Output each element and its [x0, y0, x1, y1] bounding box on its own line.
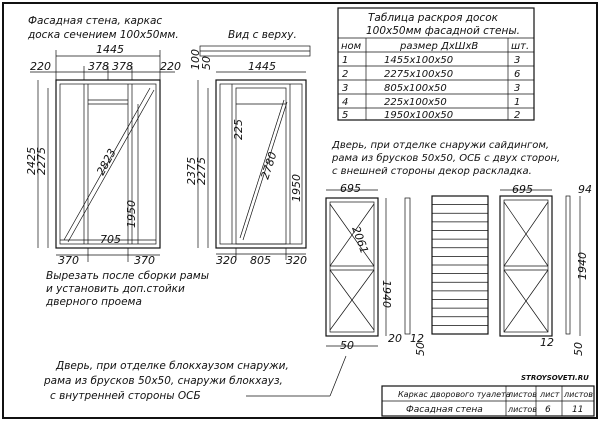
dim-facade-right: 220	[160, 60, 181, 73]
door-side-dims: 20 12 50	[388, 332, 427, 356]
door-side	[404, 197, 411, 335]
note-siding-1: Дверь, при отделке снаружи сайдингом,	[331, 140, 549, 151]
table-cell: 4	[342, 97, 348, 108]
label-sheets: листов	[507, 390, 537, 399]
note-cut-1: Вырезать после сборки рамы	[46, 270, 209, 282]
table-header-size: размер ДхШхВ	[399, 41, 478, 52]
dim-door1-bot: 50	[340, 339, 354, 352]
title-block: Каркас дворового туалета Фасадная стена …	[381, 374, 595, 417]
table-cell: 1950х100х50	[384, 110, 453, 121]
dim-top-bot2: 805	[250, 254, 271, 267]
table-cell: 3	[514, 55, 520, 66]
table-header-num: ном	[341, 41, 362, 52]
sheet-number: 6	[545, 405, 551, 415]
note-block-2: рама из брусков 50х50, снаружи блокхауз,	[43, 375, 283, 387]
note-block-3: с внутренней стороны ОСБ	[50, 390, 201, 402]
table-cell: 6	[514, 69, 520, 80]
table-cell: 1	[342, 55, 348, 66]
table-cell: 2	[342, 69, 348, 80]
label-sheet: лист	[539, 390, 560, 399]
table-cell: 3	[514, 83, 520, 94]
dim-facade-diag: 2823	[94, 147, 119, 178]
table-cell: 3	[342, 83, 348, 94]
dim-door2-12: 12	[410, 332, 424, 345]
dim-facade-bot2: 705	[100, 233, 121, 246]
table-cell: 225х100х50	[384, 97, 447, 108]
dim-top-bot1: 320	[216, 254, 237, 267]
dim-door4-94: 94	[578, 183, 592, 196]
top-view-title: Вид с верху.	[228, 29, 297, 41]
dim-top-h2: 2275	[195, 157, 208, 185]
table-cell: 2	[514, 110, 520, 121]
sheet-name: Фасадная стена	[406, 405, 483, 415]
table-caption-2: 100х50мм фасадной стены.	[366, 25, 520, 37]
dim-door1-width: 695	[340, 182, 361, 195]
door-front	[325, 197, 379, 337]
dim-top-h1: 2375	[185, 157, 198, 185]
table-cell: 1	[514, 97, 520, 108]
top-view-frame	[199, 45, 311, 249]
dim-facade-mid2: 378	[112, 60, 133, 73]
note-siding-2: рама из брусков 50х50, ОСБ с двух сторон…	[331, 152, 560, 164]
dim-top-225: 225	[232, 119, 245, 140]
dim-door1-diag: 2061	[349, 225, 371, 256]
top-view-dims: 100 50 1445 2375 2275 225 2780 1950 320 …	[185, 49, 307, 267]
site-mark: STROYSOVETI.RU	[521, 374, 589, 382]
dim-door1-h: 1940	[380, 280, 393, 308]
label-sheets2: листов	[563, 390, 593, 399]
dim-top-bot3: 320	[286, 254, 307, 267]
dim-facade-left: 220	[30, 60, 51, 73]
note-cut-2: и установить доп.стойки	[46, 283, 185, 295]
dim-top-diag: 2780	[258, 150, 279, 181]
note-cut-3: дверного проема	[45, 296, 142, 308]
table-cell: 2275х100х50	[384, 69, 453, 80]
dim-door2-50: 50	[414, 342, 427, 356]
sheet-border	[2, 2, 598, 419]
left-title-line1: Фасадная стена, каркас	[28, 15, 162, 27]
dim-door4-12: 12	[540, 336, 554, 349]
dim-facade-mid1: 378	[88, 60, 109, 73]
dim-door4-50: 50	[572, 342, 585, 356]
dim-top-width: 1445	[248, 60, 276, 73]
table-cell: 1455х100х50	[384, 55, 453, 66]
left-title-line2: доска сечением 100х50мм.	[27, 29, 179, 41]
dim-facade-h2: 2275	[35, 147, 48, 175]
door-planks	[431, 195, 489, 335]
table-cell: 5	[342, 110, 348, 121]
note-siding-3: с внешней стороны декор раскладка.	[332, 166, 532, 177]
table-caption-1: Таблица раскроя досок	[368, 12, 499, 24]
door-decor-dims: 695 94 1940 12 50	[500, 183, 592, 356]
dim-facade-bot3: 370	[134, 254, 155, 267]
facade-dims: 1445 220 378 378 220 2425 2275 2823 1950…	[25, 43, 181, 267]
door-decor	[499, 195, 553, 337]
dim-top-1950: 1950	[290, 174, 303, 202]
note-block-1: Дверь, при отделке блокхаузом снаружи,	[55, 360, 289, 372]
label-sheets3: листов	[507, 405, 537, 414]
dim-door2-20: 20	[388, 332, 402, 345]
dim-top-50: 50	[200, 56, 213, 70]
dim-door4-h: 1940	[576, 252, 589, 280]
dim-facade-width: 1445	[96, 43, 124, 56]
sheets-total: 11	[572, 405, 583, 415]
dim-door4-width: 695	[512, 183, 533, 196]
dim-top-100: 100	[189, 49, 202, 70]
table-cell: 805х100х50	[384, 83, 447, 94]
dim-facade-bot1: 370	[58, 254, 79, 267]
dim-facade-h1: 2425	[25, 147, 38, 175]
cut-table: Таблица раскроя досок 100х50мм фасадной …	[337, 7, 535, 121]
project-name: Каркас дворового туалета	[398, 390, 511, 399]
table-header-qty: шт.	[511, 41, 529, 52]
door-front-dims: 695 2061 1940 50	[326, 182, 393, 352]
dim-facade-door-h: 1950	[125, 200, 138, 228]
